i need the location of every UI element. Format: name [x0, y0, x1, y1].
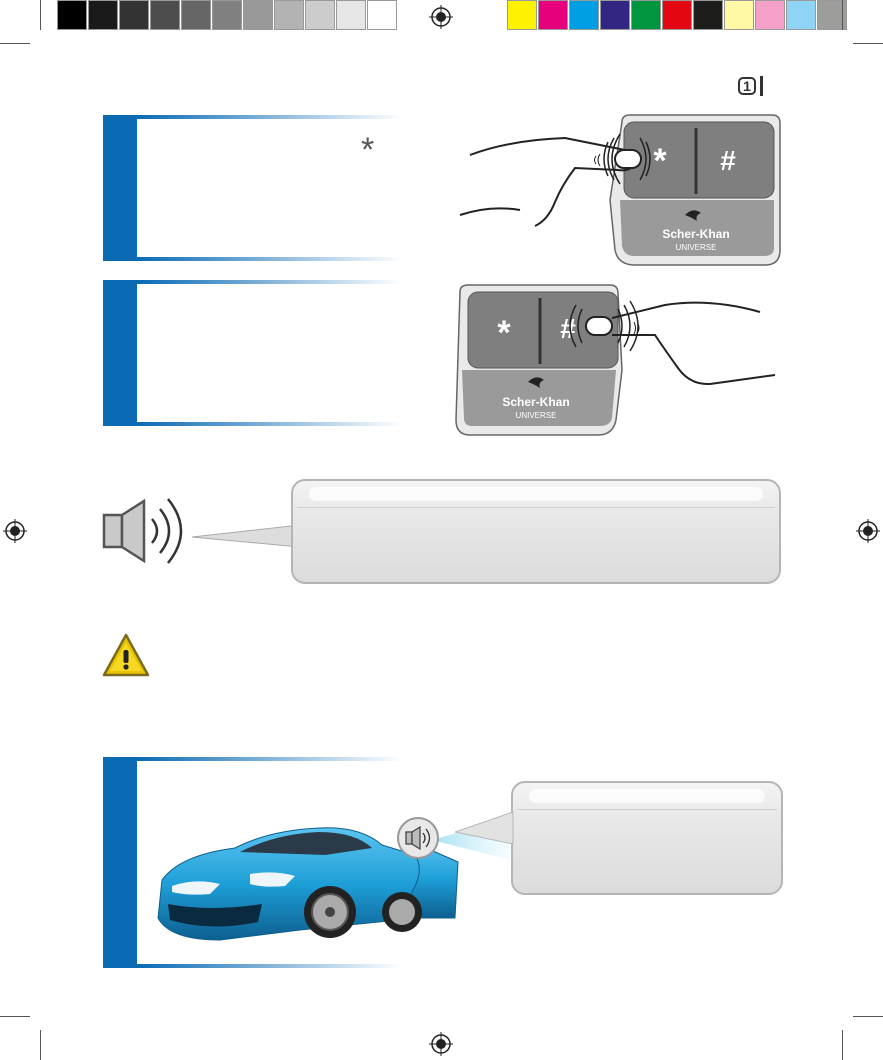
keypad-brand-label: Scher-Khan: [502, 395, 569, 409]
step-1-accent-bar: [103, 115, 137, 261]
crop-mark: [842, 0, 843, 30]
calibration-swatch: [88, 0, 118, 30]
warning-icon: [102, 633, 150, 677]
calibration-swatch: [538, 0, 568, 30]
car-speech-bubble: [511, 781, 783, 895]
keypad-hash-key: #: [560, 313, 576, 344]
panel-top-line: [137, 280, 403, 284]
crop-mark: [0, 43, 30, 44]
crop-mark: [0, 1016, 30, 1017]
calibration-swatch: [212, 0, 242, 30]
crop-mark: [853, 43, 883, 44]
step-2-accent-bar: [103, 280, 137, 426]
calibration-swatch: [569, 0, 599, 30]
calibration-swatch: [693, 0, 723, 30]
step-2-panel: [103, 280, 403, 426]
bubble-shine: [529, 789, 765, 803]
calibration-swatch: [57, 0, 87, 30]
calibration-swatch: [662, 0, 692, 30]
page-number: 1: [738, 76, 763, 96]
registration-mark-icon: [429, 5, 453, 29]
calibration-swatch: [305, 0, 335, 30]
calibration-swatch: [150, 0, 180, 30]
calibration-swatch: [507, 0, 537, 30]
panel-top-line: [137, 757, 403, 761]
calibration-swatch: [336, 0, 366, 30]
speaker-speech-bubble: [291, 479, 781, 584]
registration-mark-icon: [856, 519, 880, 543]
color-calibration-bar: [507, 0, 848, 30]
crop-mark: [40, 0, 41, 30]
panel-bottom-line: [137, 422, 403, 426]
step-3-accent-bar: [103, 757, 137, 968]
crop-mark: [40, 1030, 41, 1060]
panel-top-line: [137, 115, 403, 119]
bubble-separator: [517, 809, 777, 810]
registration-mark-icon: [429, 1032, 453, 1056]
speaker-icon: [102, 498, 300, 564]
step-1-panel: *: [103, 115, 403, 261]
keypad-model-label: UNIVERSE: [676, 243, 717, 252]
panel-bottom-line: [137, 964, 403, 968]
grayscale-calibration-bar: [57, 0, 398, 30]
panel-bottom-line: [137, 257, 403, 261]
calibration-swatch: [181, 0, 211, 30]
asterisk-key-symbol: *: [361, 131, 375, 169]
calibration-swatch: [724, 0, 754, 30]
keypad-star-key: *: [653, 142, 667, 180]
calibration-swatch: [274, 0, 304, 30]
calibration-swatch: [786, 0, 816, 30]
keypad-brand-label: Scher-Khan: [662, 227, 729, 241]
crop-mark: [842, 1030, 843, 1060]
calibration-swatch: [119, 0, 149, 30]
calibration-swatch: [631, 0, 661, 30]
step-3-panel: [103, 757, 403, 968]
calibration-swatch: [367, 0, 397, 30]
keypad-model-label: UNIVERSE: [516, 411, 557, 420]
bubble-pointer: [455, 811, 514, 845]
calibration-swatch: [600, 0, 630, 30]
registration-mark-icon: [3, 519, 27, 543]
bubble-shine: [309, 487, 763, 501]
page-number-value: 1: [738, 77, 756, 95]
calibration-swatch: [243, 0, 273, 30]
bubble-separator: [297, 507, 775, 508]
keypad-star-key: *: [497, 314, 511, 352]
calibration-swatch: [755, 0, 785, 30]
crop-mark: [853, 1016, 883, 1017]
car-illustration: [157, 817, 510, 941]
keypad-hash-key: #: [720, 145, 736, 176]
keypad-press-star-illustration: * # Scher-Khan UNIVERSE: [459, 114, 781, 266]
keypad-press-hash-illustration: * # Scher-Khan UNIVERSE: [455, 284, 776, 436]
divider: [760, 76, 763, 96]
